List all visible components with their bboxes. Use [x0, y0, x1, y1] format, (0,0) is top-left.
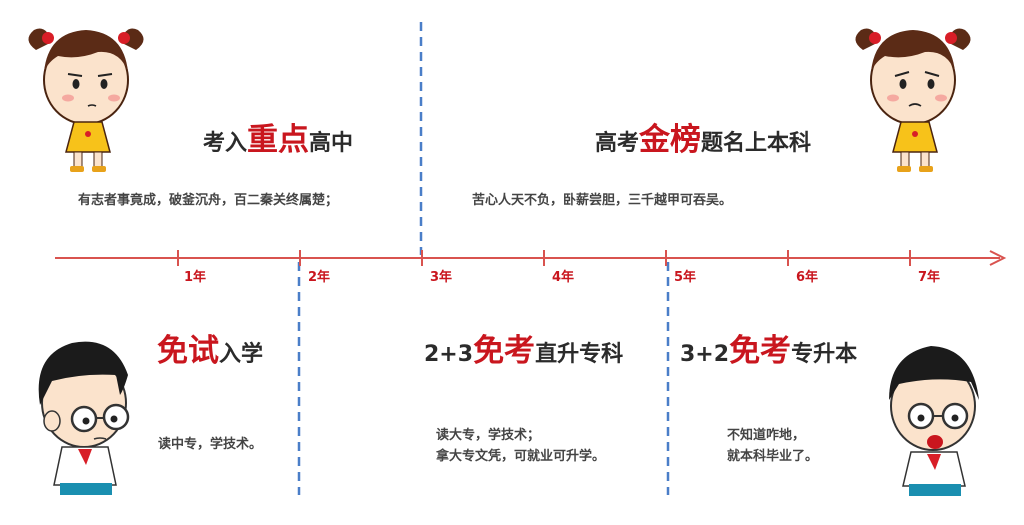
timeline-tick-marks — [177, 250, 911, 266]
desc-line: 就本科毕业了。 — [727, 449, 819, 464]
title-text: 高中 — [309, 131, 354, 156]
boy-character-right — [889, 346, 979, 496]
desc-top-left: 有志者事竟成，破釜沉舟，百二秦关终属楚； — [78, 193, 339, 208]
tick-label-6: 6年 — [796, 270, 819, 285]
title-text: 2+3 — [424, 342, 474, 367]
desc-line: 读大专，学技术； — [436, 428, 541, 443]
tick-label-2: 2年 — [308, 270, 331, 285]
title-key-high-school: 考入重点高中 — [203, 114, 353, 159]
desc-line: 拿大专文凭，可就业可升学。 — [436, 449, 606, 464]
tick-label-7: 7年 — [918, 270, 941, 285]
title-text: 高考 — [595, 131, 640, 156]
title-highlight: 免考 — [473, 333, 536, 369]
girl-character-left — [28, 28, 144, 172]
desc-bottom-left: 读中专，学技术。 — [158, 437, 263, 452]
tick-label-4: 4年 — [552, 270, 575, 285]
title-text: 题名上本科 — [701, 131, 812, 156]
desc-line: 不知道咋地， — [727, 428, 806, 443]
title-2-3-college: 2+3免考直升专科 — [424, 325, 623, 370]
desc-top-right: 苦心人天不负，卧薪尝胆，三千越甲可吞吴。 — [472, 193, 733, 208]
title-highlight: 免考 — [729, 333, 792, 369]
title-3-2-bachelor: 3+2免考专升本 — [680, 325, 857, 370]
title-text: 入学 — [219, 342, 264, 367]
desc-bottom-mid: 读大专，学技术； 拿大专文凭，可就业可升学。 — [436, 425, 605, 467]
timeline-axis — [55, 250, 1007, 266]
title-highlight: 免试 — [157, 333, 219, 369]
title-text: 直升专科 — [535, 342, 624, 367]
tick-label-3: 3年 — [430, 270, 453, 285]
title-text: 3+2 — [680, 342, 730, 367]
title-highlight: 金榜 — [639, 122, 702, 158]
title-exam-free-admission: 免试入学 — [157, 325, 263, 370]
desc-bottom-right: 不知道咋地， 就本科毕业了。 — [727, 425, 818, 467]
title-highlight: 重点 — [247, 122, 310, 158]
boy-character-left — [38, 341, 130, 495]
title-text: 考入 — [203, 131, 248, 156]
girl-character-right — [855, 28, 971, 172]
tick-label-1: 1年 — [184, 270, 207, 285]
tick-label-5: 5年 — [674, 270, 697, 285]
title-text: 专升本 — [791, 342, 858, 367]
title-university: 高考金榜题名上本科 — [595, 114, 811, 159]
